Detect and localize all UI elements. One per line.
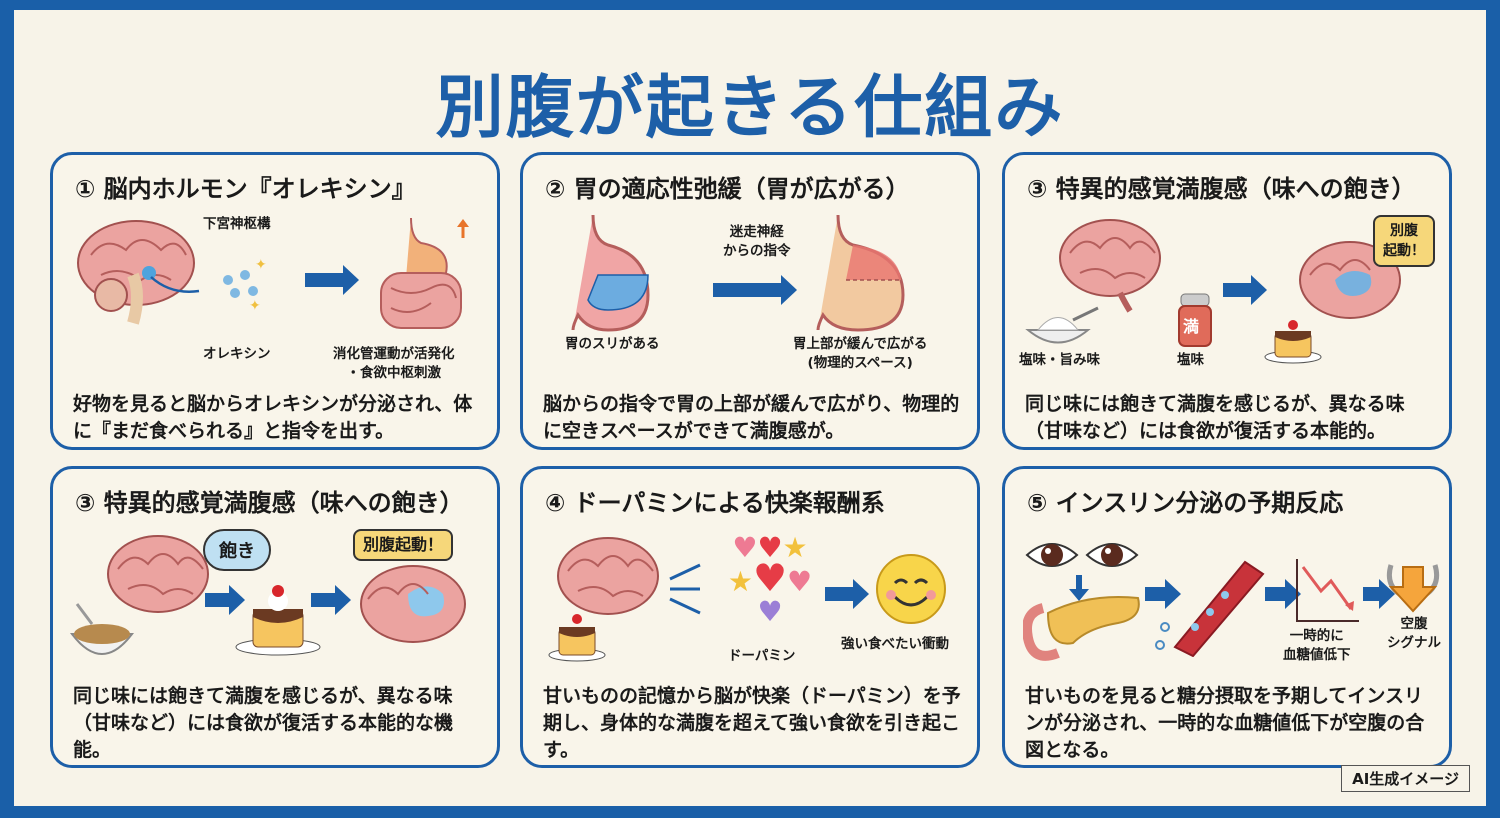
orexin-label: オレキシン xyxy=(203,346,271,362)
card-description: 甘いものを見ると糖分摂取を予期してインスリンが分泌され、一時的な血糖値低下が空腹… xyxy=(1025,685,1425,761)
arrow-right-icon xyxy=(825,579,869,609)
eyes-icon xyxy=(1025,543,1139,567)
card-stomach-relaxation: ② 胃の適応性弛緩（胃が広がる） 胃のスリがある 迷走神経 からの指令 胃上部が… xyxy=(520,152,980,450)
emanating-arrows-icon xyxy=(669,563,701,615)
pudding-icon xyxy=(1264,320,1322,364)
card-title: ④ ドーパミンによる快楽報酬系 xyxy=(545,489,885,517)
hunger-signal-label: 空腹 シグナル xyxy=(1387,616,1441,651)
full-badge: 満 xyxy=(1183,317,1200,336)
page-title: 別腹が起きる仕組み xyxy=(435,69,1065,148)
effect-label: 消化管運動が活発化 ・食欲中枢刺激 xyxy=(333,346,455,381)
card-description: 同じ味には飽きて満腹を感じるが、異なる味（甘味など）には食欲が復活する本能的な機… xyxy=(73,685,454,761)
card-description: 好物を見ると脳からオレキシンが分泌され、体に『まだ食べられる』と指令を出す。 xyxy=(73,393,473,442)
smiley-icon xyxy=(876,554,946,624)
brain-icon xyxy=(107,535,209,613)
hypothalamus-label: 下宮神枢構 xyxy=(203,216,271,232)
orexin-particles-icon: ✦✦ xyxy=(223,257,267,314)
infographic-frame: 別腹が起きる仕組み ① 脳内ホルモン『オレキシン』 下宮神枢構 ✦✦ オレキシン xyxy=(14,10,1486,806)
arrow-down-icon xyxy=(1069,575,1089,601)
card-title: ② 胃の適応性弛緩（胃が広がる） xyxy=(545,175,910,203)
pancreas-icon xyxy=(1023,596,1140,661)
pudding-icon xyxy=(235,585,321,656)
svg-text:✦: ✦ xyxy=(255,257,267,273)
blood-vessel-icon xyxy=(1155,560,1265,657)
card-insulin: ⑤ インスリン分泌の予期反応 一時的に 血糖値低下 xyxy=(1002,466,1452,768)
card-sensory-satiety-b: ③ 特異的感覚満腹感（味への飽き） 飽き 別腹起動！ 同じ味には飽きて満腹を感じ… xyxy=(50,466,500,768)
hunger-down-arrow-icon xyxy=(1386,564,1440,613)
brain-icon xyxy=(360,565,466,643)
pudding-icon xyxy=(548,614,606,662)
blood-sugar-drop-label: 一時的に 血糖値低下 xyxy=(1283,628,1351,663)
hearts-stars-icon: ♥♥★ ★♥♥ ♥ xyxy=(727,531,813,628)
card-description: 脳からの指令で胃の上部が緩んで広がり、物理的に空きスペースができて満腹感が。 xyxy=(543,393,960,442)
rice-bowl-icon xyxy=(69,603,135,655)
arrow-right-icon xyxy=(1363,579,1395,609)
bubble-betsubara-start: 別腹起動！ xyxy=(353,529,454,561)
taste1-label: 塩味・旨み味 xyxy=(1019,352,1100,368)
ai-generated-badge: AI生成イメージ xyxy=(1341,765,1470,792)
brain-icon xyxy=(557,537,659,615)
card-dopamine: ④ ドーパミンによる快楽報酬系 ♥♥★ ★♥♥ ♥ ドーパミン 強い食べたい衝動 xyxy=(520,466,980,768)
declining-graph-icon xyxy=(1296,559,1359,622)
brain-icon xyxy=(77,220,200,325)
arrow-right-icon xyxy=(1265,579,1301,609)
card-description: 甘いものの記憶から脳が快楽（ドーパミン）を予期し、身体的な満腹を超えて強い食欲を… xyxy=(543,685,961,761)
card-title: ① 脳内ホルモン『オレキシン』 xyxy=(75,175,416,203)
arrow-right-icon xyxy=(311,585,351,615)
digestive-tract-icon xyxy=(380,217,469,329)
card-title: ③ 特異的感覚満腹感（味への飽き） xyxy=(1027,175,1416,203)
vagus-nerve-label: 迷走神経 からの指令 xyxy=(723,224,791,259)
arrow-right-icon xyxy=(205,585,245,615)
salt-shaker-icon xyxy=(1178,293,1212,347)
after-label: 胃上部が緩んで広がる (物理的スペース) xyxy=(793,336,928,371)
before-label: 胃のスリがある xyxy=(565,336,660,352)
dopamine-label: ドーパミン xyxy=(728,648,796,664)
brain-icon xyxy=(1059,219,1161,313)
salt-bowl-icon xyxy=(1025,306,1099,344)
card-description: 同じ味には飽きて満腹を感じるが、異なる味（甘味など）には食欲が復活する本能的。 xyxy=(1025,393,1405,442)
bubble-betsubara-start: 別腹 起動！ xyxy=(1373,215,1435,267)
card-sensory-satiety-a: ③ 特異的感覚満腹感（味への飽き） 塩味・旨み味 満 塩味 xyxy=(1002,152,1452,450)
expanded-stomach-icon xyxy=(816,215,905,332)
card-title: ③ 特異的感覚満腹感（味への飽き） xyxy=(75,489,464,517)
svg-text:✦: ✦ xyxy=(249,298,261,314)
arrow-right-icon xyxy=(305,265,359,295)
full-stomach-icon xyxy=(571,215,650,332)
taste2-label: 塩味 xyxy=(1177,352,1204,368)
card-title: ⑤ インスリン分泌の予期反応 xyxy=(1027,489,1344,517)
arrow-right-icon xyxy=(1223,275,1267,305)
arrow-right-icon xyxy=(713,275,797,305)
card-orexin: ① 脳内ホルモン『オレキシン』 下宮神枢構 ✦✦ オレキシン 消化管運動が活発化… xyxy=(50,152,500,450)
arrow-right-icon xyxy=(1145,579,1181,609)
urge-label: 強い食べたい衝動 xyxy=(841,636,949,652)
bubble-tired: 飽き xyxy=(203,529,271,571)
